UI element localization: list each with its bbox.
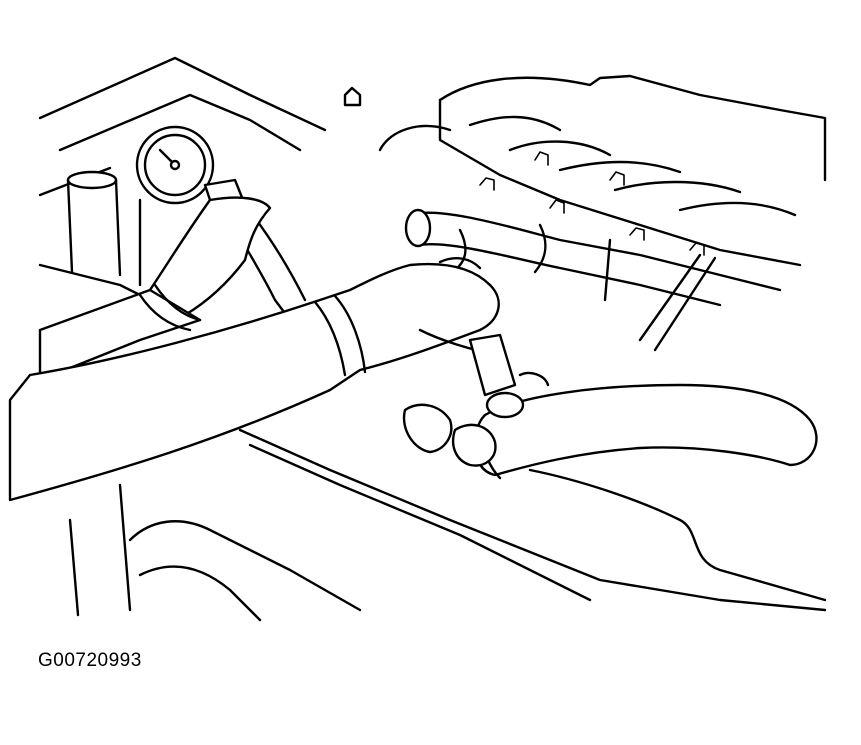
- bolt: [343, 86, 362, 107]
- fuel-rail: [404, 208, 782, 352]
- radiator-hose: [473, 383, 818, 480]
- engine-cover: [68, 428, 827, 622]
- left-arm: [38, 196, 272, 382]
- right-arm: [8, 256, 517, 502]
- intake-manifold: [378, 74, 827, 267]
- engine-illustration: [8, 56, 827, 622]
- fluid-reservoir: [66, 170, 142, 287]
- fuel-line-connector: [402, 371, 550, 467]
- figure-code: G00720993: [38, 650, 142, 671]
- manifold-bolts: [479, 151, 705, 256]
